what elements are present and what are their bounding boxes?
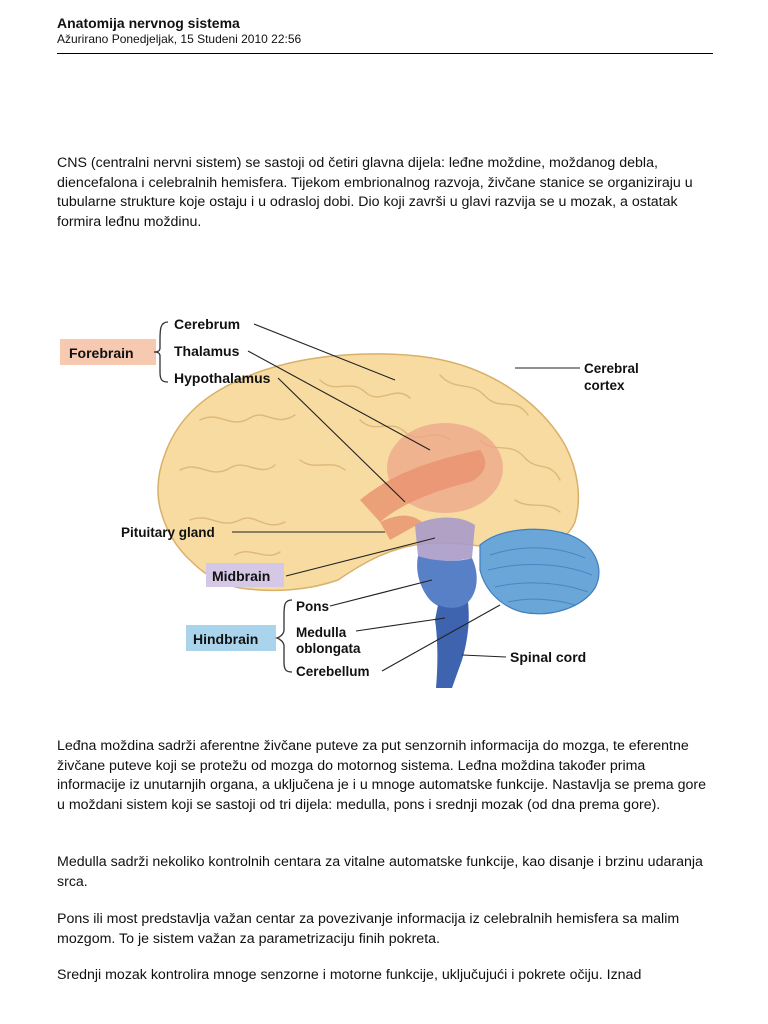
hindbrain-brace xyxy=(274,599,293,673)
intro-paragraph: CNS (centralni nervni sistem) se sastoji… xyxy=(57,155,693,230)
midbrain-box xyxy=(206,563,284,587)
pituitary-shape xyxy=(380,515,422,540)
hindbrain-box xyxy=(186,625,276,651)
midbrain-label: Midbrain xyxy=(212,568,270,584)
spinal-cord-label: Spinal cord xyxy=(510,649,586,665)
cerebral-cortex-label-line1: Cerebral xyxy=(584,361,639,376)
midbrain-leader xyxy=(285,537,436,577)
pituitary-gland-label: Pituitary gland xyxy=(121,525,215,540)
cerebellum-label: Cerebellum xyxy=(296,664,370,679)
document-updated-date: Ažurirano Ponedjeljak, 15 Studeni 2010 2… xyxy=(57,32,302,46)
cerebrum-label: Cerebrum xyxy=(174,316,240,332)
document-header: Anatomija nervnog sistema Ažurirano Pone… xyxy=(57,15,713,47)
cerebrum-leader xyxy=(253,323,396,381)
thalamus-label: Thalamus xyxy=(174,343,240,359)
hypothalamus-leader xyxy=(277,377,406,503)
cerebellum-leader xyxy=(381,604,501,672)
medulla-leader xyxy=(355,617,446,632)
pons-shape xyxy=(417,556,477,610)
forebrain-brace xyxy=(153,321,169,383)
pons-leader xyxy=(329,579,433,607)
thalamus-leader xyxy=(247,350,431,451)
pons-paragraph: Pons ili most predstavlja važan centar z… xyxy=(57,911,680,947)
medulla-label-line2: oblongata xyxy=(296,641,361,656)
document-title: Anatomija nervnog sistema xyxy=(57,15,240,31)
midbrain-shape xyxy=(415,517,475,561)
hypothalamus-label: Hypothalamus xyxy=(174,370,271,386)
spinal-cord-paragraph: Leđna moždina sadrži aferentne živčane p… xyxy=(57,738,707,813)
header-divider xyxy=(57,53,713,54)
midbrain-paragraph: Srednji mozak kontrolira mnoge senzorne … xyxy=(57,967,642,983)
spinal-cord-shape xyxy=(435,602,469,688)
hindbrain-label: Hindbrain xyxy=(193,631,258,647)
forebrain-label: Forebrain xyxy=(69,345,134,361)
forebrain-box xyxy=(60,339,156,365)
medulla-paragraph: Medulla sadrži nekoliko kontrolnih centa… xyxy=(57,854,703,890)
cerebral-cortex-label-line2: cortex xyxy=(584,378,625,393)
brain-anatomy-figure: Forebrain Midbrain Hindbrain Cerebrum Th… xyxy=(60,300,700,690)
medulla-label-line1: Medulla xyxy=(296,625,347,640)
spinal-cord-leader xyxy=(461,654,507,658)
pons-label: Pons xyxy=(296,599,329,614)
